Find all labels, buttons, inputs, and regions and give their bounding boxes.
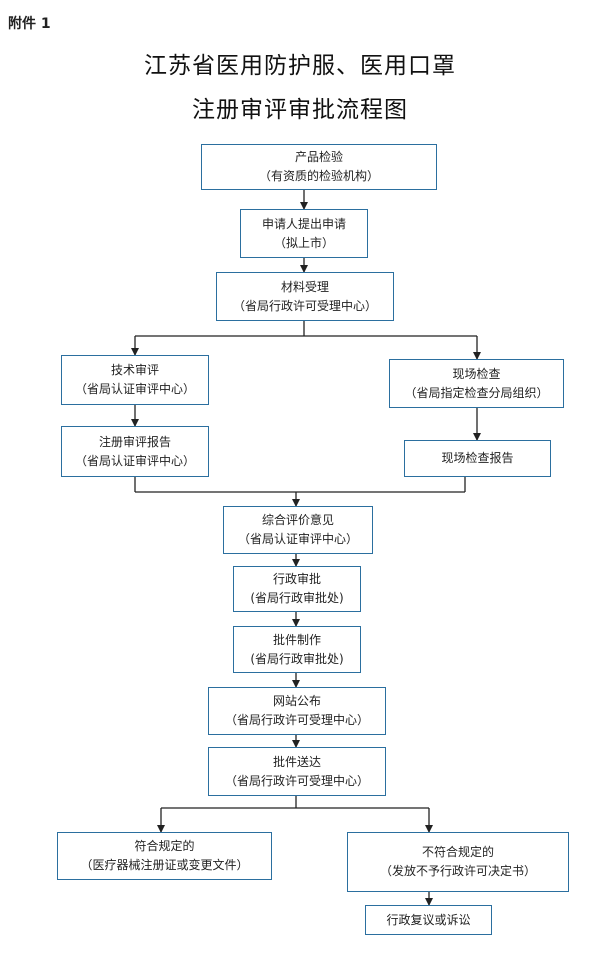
node-title: 技术审评 bbox=[110, 363, 159, 377]
node-title: 产品检验 bbox=[294, 150, 343, 164]
node-title: 注册审评报告 bbox=[98, 434, 171, 449]
node-subtitle: (省局行政审批处) bbox=[250, 651, 344, 666]
node-title: 现场检查 bbox=[452, 366, 501, 381]
node-title: 不符合规定的 bbox=[421, 845, 494, 859]
node-technical-review: 技术审评 （省局认证审评中心） bbox=[61, 355, 209, 405]
node-title: 网站公布 bbox=[272, 694, 321, 708]
node-review-report: 注册审评报告 （省局认证审评中心） bbox=[61, 426, 209, 477]
node-subtitle: (省局行政审批处) bbox=[250, 591, 344, 605]
node-website-publish: 网站公布 （省局行政许可受理中心） bbox=[208, 687, 386, 735]
node-applicant-submit: 申请人提出申请 （拟上市） bbox=[240, 209, 368, 258]
node-title: 现场检查报告 bbox=[441, 451, 514, 465]
node-inspection-report: 现场检查报告 bbox=[404, 440, 551, 477]
node-title: 符合规定的 bbox=[134, 839, 195, 853]
node-subtitle: （省局指定检查分局组织） bbox=[404, 385, 549, 400]
page-title: 江苏省医用防护服、医用口罩 bbox=[144, 53, 456, 79]
node-subtitle: （省局认证审评中心） bbox=[237, 532, 358, 546]
node-comprehensive-opinion: 综合评价意见 （省局认证审评中心） bbox=[223, 506, 373, 554]
node-compliant: 符合规定的 （医疗器械注册证或变更文件） bbox=[57, 832, 272, 880]
node-title: 申请人提出申请 bbox=[261, 216, 346, 231]
attachment-label: 附件 1 bbox=[8, 16, 51, 32]
node-admin-approval: 行政审批 (省局行政审批处) bbox=[233, 566, 361, 612]
node-title: 综合评价意见 bbox=[261, 513, 334, 527]
page-subtitle: 注册审评审批流程图 bbox=[192, 97, 408, 123]
node-title: 批件制作 bbox=[272, 632, 321, 647]
node-material-acceptance: 材料受理 （省局行政许可受理中心） bbox=[216, 272, 394, 321]
node-appeal: 行政复议或诉讼 bbox=[365, 905, 492, 935]
node-title: 批件送达 bbox=[272, 754, 321, 769]
node-subtitle: （拟上市） bbox=[273, 235, 334, 250]
node-subtitle: （省局行政许可受理中心） bbox=[232, 298, 377, 313]
node-subtitle: （省局行政许可受理中心） bbox=[224, 773, 369, 788]
node-subtitle: （有资质的检验机构） bbox=[258, 169, 379, 183]
node-subtitle: （发放不予行政许可决定书） bbox=[379, 864, 536, 878]
node-onsite-inspection: 现场检查 （省局指定检查分局组织） bbox=[389, 359, 564, 408]
node-title: 行政审批 bbox=[272, 572, 321, 586]
node-document-making: 批件制作 (省局行政审批处) bbox=[233, 626, 361, 673]
node-title: 行政复议或诉讼 bbox=[386, 912, 471, 927]
node-subtitle: （医疗器械注册证或变更文件） bbox=[80, 858, 249, 872]
node-subtitle: （省局认证审评中心） bbox=[74, 382, 195, 396]
node-noncompliant: 不符合规定的 （发放不予行政许可决定书） bbox=[347, 832, 569, 892]
node-product-inspection: 产品检验 （有资质的检验机构） bbox=[201, 144, 437, 190]
node-subtitle: （省局行政许可受理中心） bbox=[224, 713, 369, 727]
node-document-delivery: 批件送达 （省局行政许可受理中心） bbox=[208, 747, 386, 796]
node-subtitle: （省局认证审评中心） bbox=[74, 453, 195, 468]
node-title: 材料受理 bbox=[280, 279, 329, 294]
